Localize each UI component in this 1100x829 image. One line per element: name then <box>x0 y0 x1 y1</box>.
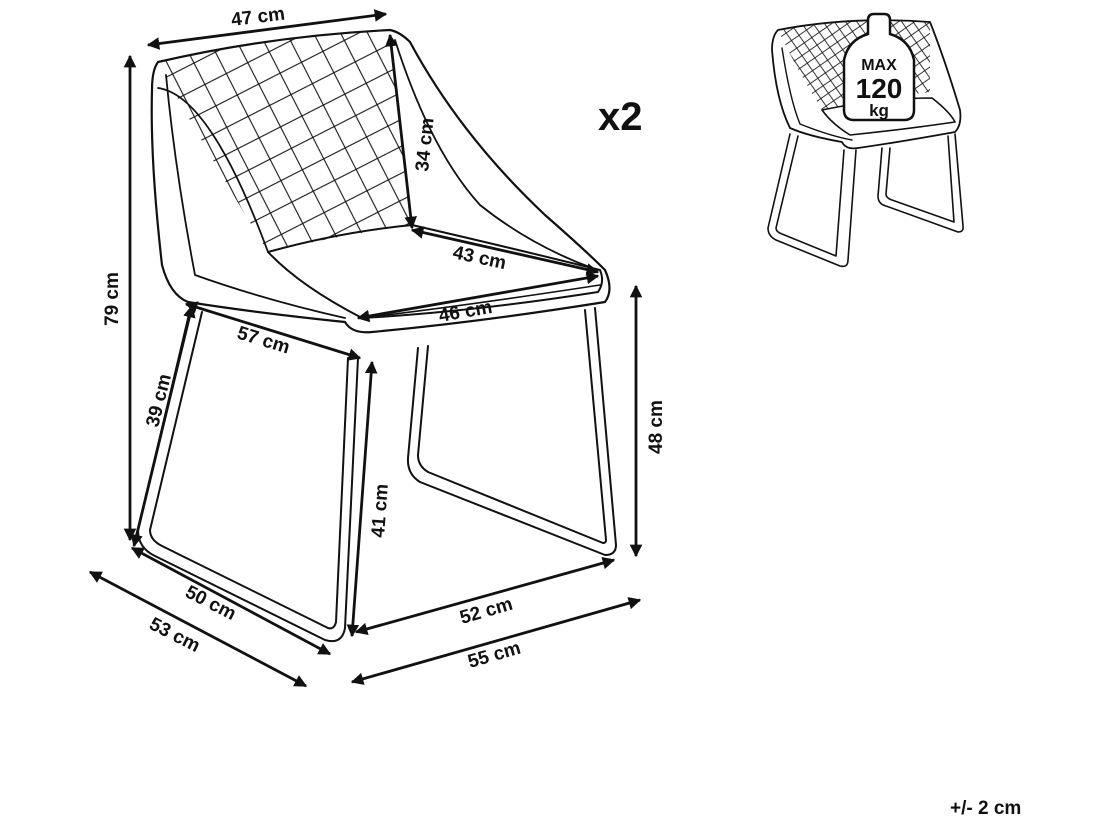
dim-seat-width-line <box>356 271 600 323</box>
label-total-width: 55 cm <box>466 638 524 673</box>
label-seat-height: 48 cm <box>646 400 667 454</box>
label-front-leg-height: 41 cm <box>368 483 393 538</box>
dim-total-depth-line <box>88 570 308 688</box>
label-arm-height: 39 cm <box>142 372 175 429</box>
main-chair-drawing <box>137 28 617 643</box>
label-base-width-inner: 52 cm <box>458 594 516 629</box>
dim-backrest-height-line <box>385 33 417 230</box>
dim-seat-depth-inner-line <box>410 226 600 276</box>
back-sled-leg <box>406 307 617 556</box>
label-backrest-height: 34 cm <box>412 117 439 173</box>
dim-total-width-line <box>350 597 642 685</box>
front-sled-leg <box>137 309 359 643</box>
dim-armrest-depth-line <box>184 301 362 361</box>
max-load-line2: 120 <box>856 73 903 104</box>
label-base-depth-inner: 50 cm <box>182 582 240 625</box>
quilted-backrest <box>158 30 412 252</box>
dim-back-width-line <box>146 9 388 50</box>
quantity-label: x2 <box>598 95 643 139</box>
weight-bag-icon: MAX 120 kg <box>842 12 916 122</box>
tolerance-label: +/- 2 cm <box>950 798 1021 819</box>
max-load-line3: kg <box>869 101 889 120</box>
dimension-lines <box>88 9 643 688</box>
label-total-height: 79 cm <box>102 272 123 326</box>
max-load-line1: MAX <box>861 57 897 74</box>
label-seat-depth-inner: 43 cm <box>451 242 508 274</box>
label-total-depth: 53 cm <box>146 614 204 657</box>
dim-arm-height-line <box>130 304 196 548</box>
